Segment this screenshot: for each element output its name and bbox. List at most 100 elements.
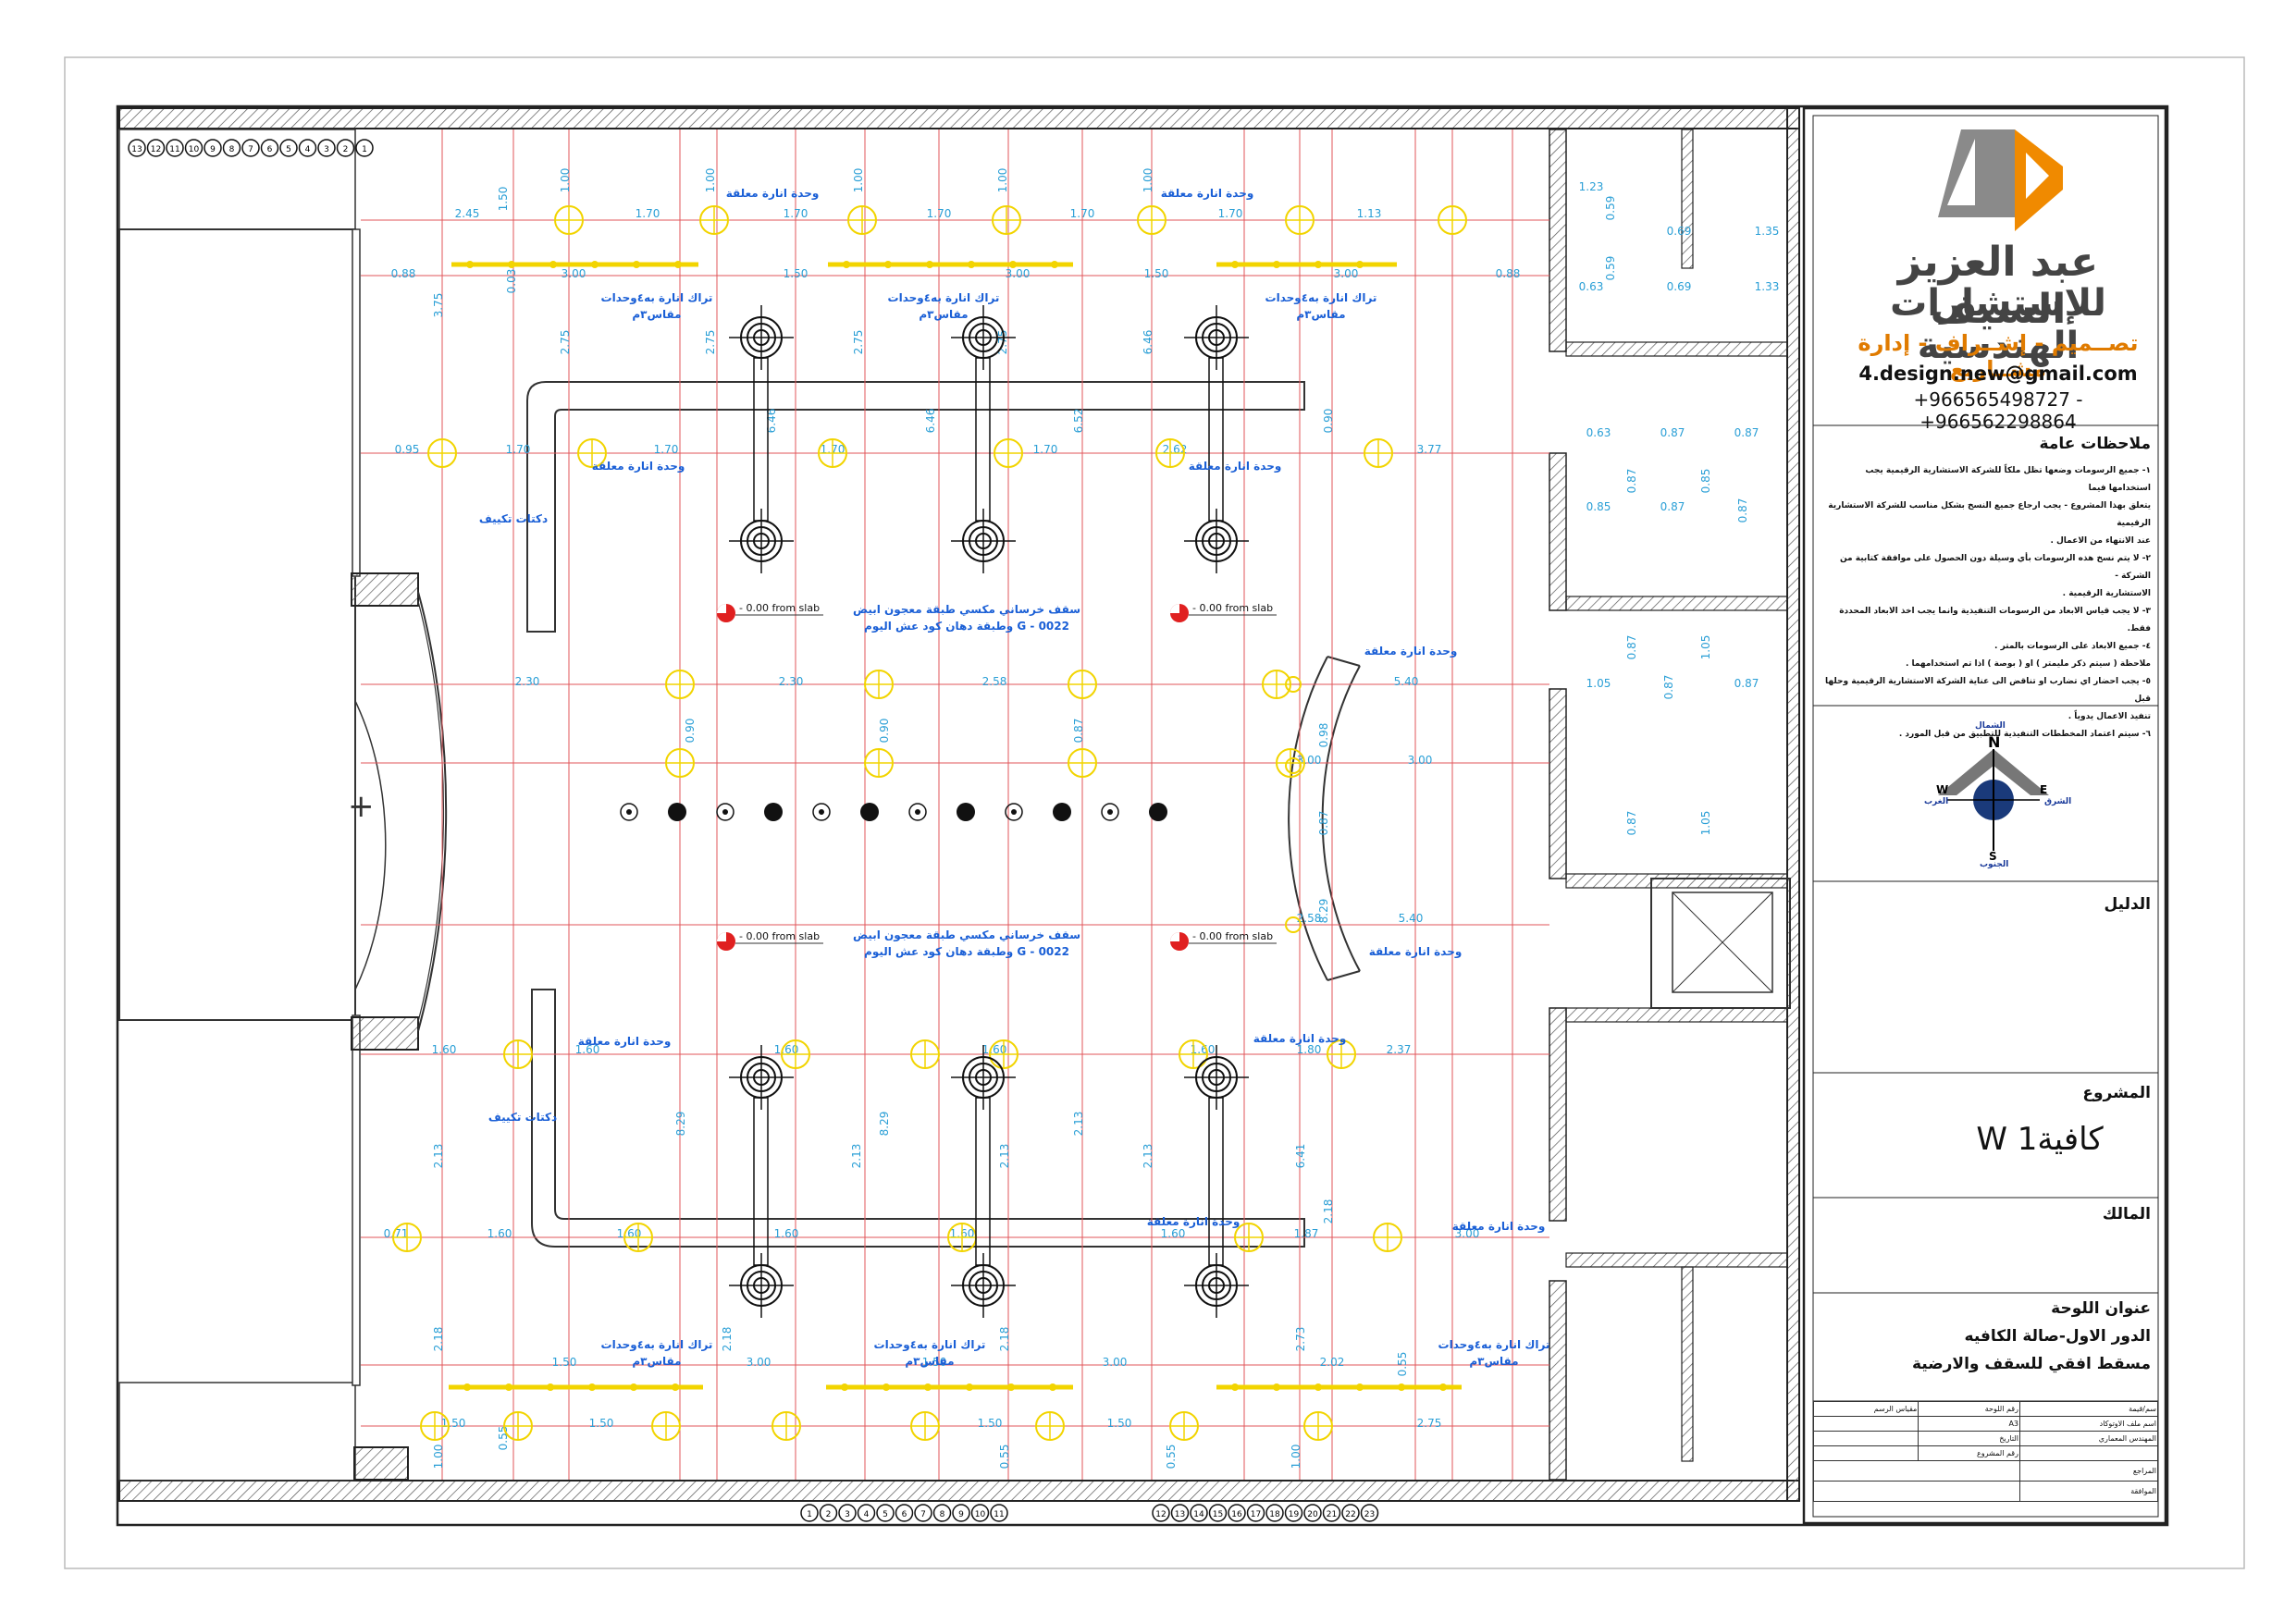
stair-number-ring [932, 1504, 952, 1522]
stair-number-ring [222, 139, 241, 157]
h-dim-label: 1.50 [978, 1417, 1003, 1430]
pendant-light-icon [1285, 205, 1315, 235]
level-marker-icon: - 0.00 from slab [1170, 602, 1277, 622]
track-spot [463, 1383, 471, 1391]
note-line: ١- جميع الرسومات وضعها تظل ملكاً للشركة … [1865, 466, 2151, 493]
level-label: - 0.00 from slab [739, 930, 820, 942]
company-email: 4.design.new@gmail.com [1858, 363, 2138, 385]
room-dim-label: 0.87 [1662, 675, 1675, 700]
title-block-frame [1802, 106, 2167, 1525]
ceiling-fixture-icon [1149, 803, 1167, 821]
stair-number-ring [1228, 1504, 1246, 1522]
room-dim-label: 1.35 [1755, 225, 1780, 238]
v-dim-label: 1.50 [497, 187, 510, 212]
v-dim-label: 2.73 [1294, 1327, 1307, 1352]
plan-annotation: وحدة انارة معلقة [726, 187, 820, 201]
pendant-light-icon [665, 748, 695, 778]
info-cell: المهندس المعماري [2019, 1431, 2158, 1446]
h-dim-label: 1.70 [506, 443, 531, 456]
stair-number-text: 12 [151, 145, 161, 154]
v-dim-label: 6.46 [1142, 330, 1154, 355]
room-dim-label: 0.87 [1736, 498, 1749, 523]
pendant-light-icon [910, 1039, 940, 1069]
level-marker-icon: - 0.00 from slab [717, 602, 823, 622]
h-dim-label: 2.37 [1387, 1043, 1412, 1056]
h-dim-label: 0.88 [391, 267, 416, 280]
h-dim-label: 1.60 [774, 1227, 799, 1240]
ceiling-fixture-icon [620, 803, 638, 821]
stair-number: 9 [204, 139, 222, 157]
company-logo-icon [1938, 129, 2063, 231]
stair-number-ring [1152, 1504, 1170, 1522]
h-dim-label: 1.70 [654, 443, 679, 456]
right-wall [1786, 107, 1800, 1502]
room-dim-label: 0.59 [1604, 256, 1617, 281]
owner-label: المالك [2102, 1205, 2151, 1223]
stair-number-ring [857, 1504, 876, 1522]
track-spot [588, 1383, 596, 1391]
h-dim-label: 1.70 [1218, 207, 1243, 220]
v-dim-label: 0.90 [878, 719, 891, 744]
stair-number: 4 [298, 139, 317, 157]
stair-number-ring [970, 1504, 990, 1522]
ceiling-fixture-icon [1053, 803, 1071, 821]
duct-stem [975, 357, 991, 522]
stair-number: 5 [279, 139, 298, 157]
h-dim-label: 1.50 [552, 1356, 577, 1369]
sheet-title-line2: مسقط افقي للسقف والارضية [1911, 1355, 2151, 1373]
company-tagline: للإستشارات الهندسية [1890, 282, 2106, 367]
stair-number-ring [1322, 1504, 1341, 1522]
info-cell [1812, 1445, 1920, 1461]
stair-number: 6 [260, 139, 279, 157]
stair-number-ring [1284, 1504, 1303, 1522]
room-dim-label: 0.87 [1625, 635, 1638, 660]
h-dim-label: 3.77 [1417, 443, 1442, 456]
stair-number: 8 [932, 1504, 952, 1522]
stair-number: 17 [1246, 1504, 1265, 1522]
sheet-title-label: عنوان اللوحة [2051, 1299, 2151, 1318]
stair-number-text: 7 [248, 145, 253, 154]
v-dim-label: 1.00 [559, 168, 572, 193]
h-dim-label: 3.00 [1103, 1356, 1128, 1369]
pendant-light-icon [554, 205, 584, 235]
ceiling-fixture-icon [1005, 803, 1023, 821]
stair-number-ring [1246, 1504, 1265, 1522]
track-spot [843, 261, 850, 268]
pendant-light-icon [772, 1411, 801, 1441]
ceiling-fixture-icon [716, 803, 734, 821]
stair-number-text: 4 [864, 1510, 870, 1519]
plan-annotation: وحدة انارة معلقة [1147, 1215, 1241, 1229]
general-notes-title: ملاحظات عامة [2039, 435, 2151, 453]
h-dim-label: 1.60 [1161, 1227, 1186, 1240]
stair-number-text: 16 [1231, 1510, 1242, 1519]
v-dim-label: 2.13 [432, 1144, 445, 1169]
info-cell [2019, 1445, 2158, 1461]
stair-number-text: 22 [1345, 1510, 1355, 1519]
track-spot [1356, 1383, 1364, 1391]
duct-stem [1208, 1097, 1224, 1266]
stair-number-text: 9 [958, 1510, 964, 1519]
ac-diffuser-icon [729, 305, 794, 370]
h-dim-label: 3.00 [1334, 267, 1359, 280]
note-line: الاستشارية الرقيمية . [2062, 589, 2151, 598]
v-dim-label: 8.29 [674, 1112, 687, 1137]
h-dim-label: 1.50 [922, 1356, 947, 1369]
pendant-light-icon [910, 1411, 940, 1441]
stair-number: 8 [222, 139, 241, 157]
stair-number-text: 2 [343, 145, 349, 154]
legend-title: الدليل [2104, 895, 2151, 914]
v-dim-label: 6.52 [1072, 409, 1085, 434]
walls [118, 107, 1800, 1502]
stair-number-text: 13 [1175, 1510, 1185, 1519]
h-dim-label: 1.60 [488, 1227, 512, 1240]
plan-annotation: تراك انارة به٤وحدات [888, 291, 1000, 305]
h-dim-label: 0.95 [395, 443, 420, 456]
h-dim-label: 3.00 [1455, 1227, 1480, 1240]
h-dim-label: 1.60 [575, 1043, 600, 1056]
v-dim-label: 6.46 [765, 409, 778, 434]
plan-annotation: سقف خرساني مكسي طبقة معجون ابيض [853, 928, 1080, 942]
fixture-star [764, 803, 783, 821]
v-dim-label: 2.13 [850, 1144, 863, 1169]
plan-annotation: مقاس٣م [1296, 308, 1345, 322]
